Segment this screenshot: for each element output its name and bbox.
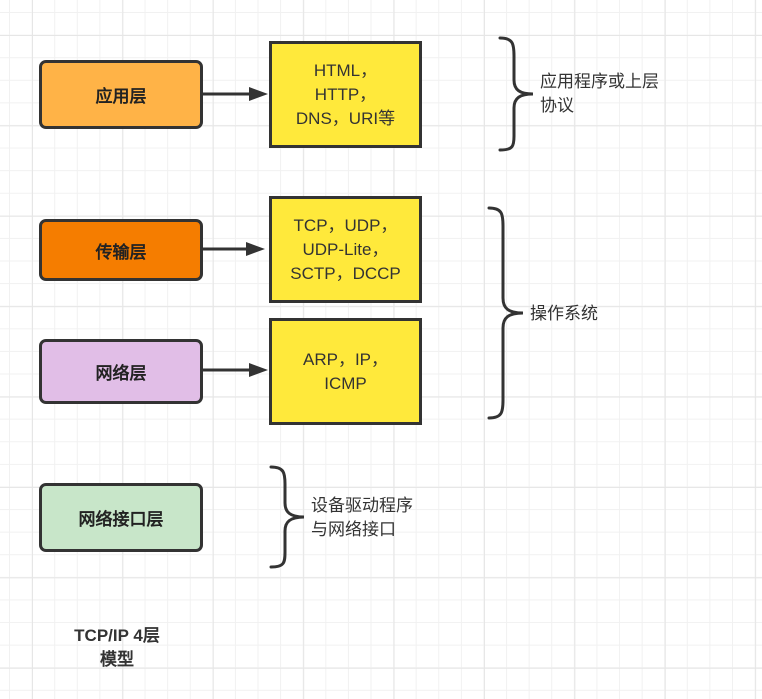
note-line: 协议 (540, 96, 574, 115)
brace-application (498, 36, 534, 152)
arrow-transport (203, 242, 265, 256)
link-layer-box: 网络接口层 (39, 483, 203, 552)
title-line: TCP/IP 4层 (74, 626, 160, 645)
note-line: 应用程序或上层 (540, 72, 659, 91)
protocol-line: ICMP (324, 373, 367, 393)
network-protocols-box: ARP，IP， ICMP (269, 318, 422, 425)
protocol-line: UDP-Lite， (302, 239, 389, 259)
link-layer-label: 网络接口层 (78, 510, 164, 529)
brace-operating-system (487, 206, 524, 420)
diagram-title: TCP/IP 4层 模型 (37, 624, 197, 672)
protocol-line: HTML， (313, 60, 378, 80)
transport-protocols-box: TCP，UDP， UDP-Lite， SCTP，DCCP (269, 196, 422, 303)
application-protocols-box: HTML， HTTP， DNS，URI等 (269, 41, 422, 148)
note-link: 设备驱动程序 与网络接口 (311, 494, 413, 542)
note-line: 操作系统 (530, 304, 598, 323)
network-layer-box: 网络层 (39, 339, 203, 404)
brace-link (269, 465, 305, 569)
note-operating-system: 操作系统 (530, 302, 598, 326)
protocol-line: TCP，UDP， (293, 215, 398, 235)
application-layer-label: 应用层 (95, 87, 147, 106)
network-layer-label: 网络层 (95, 364, 147, 383)
protocol-line: HTTP， (314, 84, 377, 104)
arrow-application (203, 87, 268, 101)
protocol-line: SCTP，DCCP (290, 263, 401, 283)
transport-layer-label: 传输层 (95, 242, 147, 262)
application-layer-box: 应用层 (39, 60, 203, 129)
transport-layer-box: 传输层 (39, 219, 203, 281)
protocol-line: DNS，URI等 (295, 108, 396, 128)
title-line: 模型 (100, 650, 134, 669)
note-line: 设备驱动程序 (311, 496, 413, 515)
protocol-line: ARP，IP， (302, 349, 389, 369)
note-line: 与网络接口 (311, 520, 396, 539)
arrow-network (203, 363, 268, 377)
note-application: 应用程序或上层 协议 (540, 70, 659, 118)
